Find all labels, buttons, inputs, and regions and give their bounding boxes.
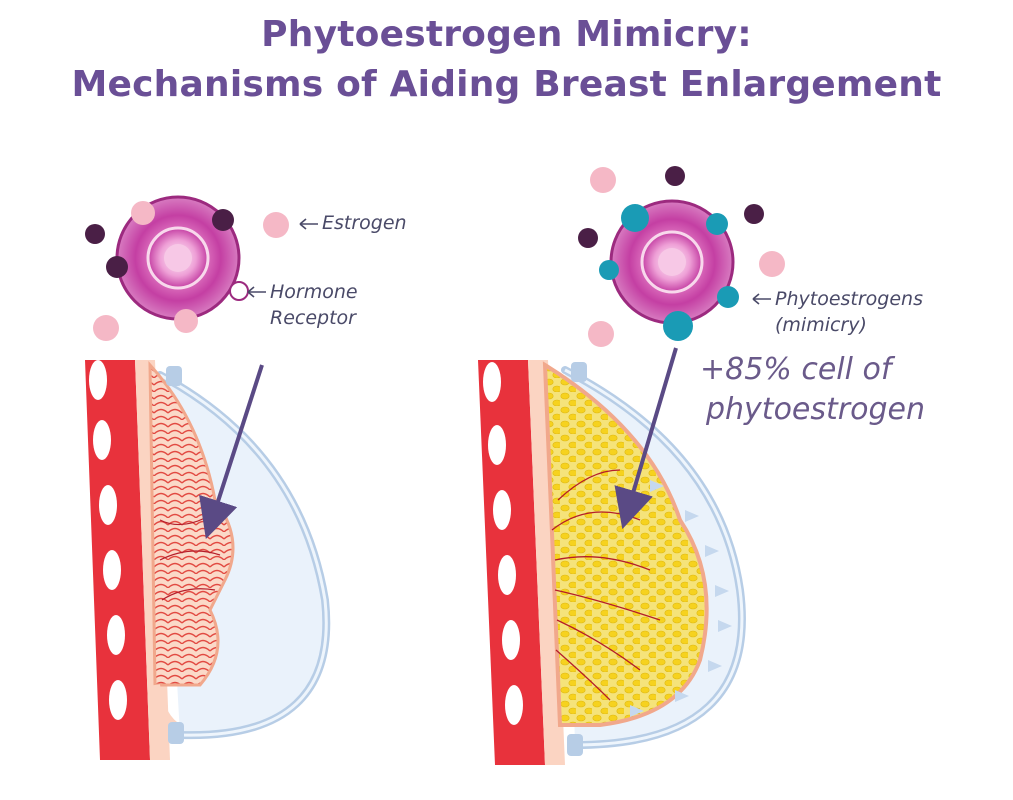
bound-estrogen [131, 201, 155, 225]
bound-dark-molecule [212, 209, 234, 231]
phytoestrogen-label-line-1: Phytoestrogens [775, 288, 923, 310]
bound-estrogen [174, 309, 198, 333]
diagram-title: Phytoestrogen Mimicry: Mechanisms of Aid… [0, 10, 1013, 110]
rib-shapes [483, 362, 523, 725]
free-estrogen [588, 321, 614, 347]
rib-shapes [89, 360, 127, 720]
title-line-2: Mechanisms of Aiding Breast Enlargement [71, 64, 942, 105]
bound-dark-molecule [106, 256, 128, 278]
free-estrogen [590, 167, 616, 193]
bound-phytoestrogen [706, 213, 728, 235]
bound-phytoestrogen [717, 286, 739, 308]
increase-label-line-2: phytoestrogen [706, 392, 925, 427]
free-estrogen [759, 251, 785, 277]
free-estrogen [263, 212, 289, 238]
bound-phytoestrogen [663, 311, 693, 341]
receptor-label-line-1: Hormone [270, 281, 358, 303]
milk-ducts [551, 469, 661, 701]
empty-receptor-site [229, 281, 249, 301]
phytoestrogen-pointer [752, 293, 771, 305]
receptor-pointer [247, 286, 266, 298]
left-receptor-cell [106, 195, 249, 333]
increase-label-line-1: +85% cell of [700, 352, 892, 387]
bound-phytoestrogen [621, 204, 649, 232]
free-dark-molecule [744, 204, 764, 224]
left-breast-illustration [85, 360, 331, 760]
bound-phytoestrogen [599, 260, 619, 280]
estrogen-pointer [299, 218, 318, 230]
right-action-arrow [614, 347, 678, 530]
right-breast-illustration [478, 360, 746, 765]
free-dark-molecule [578, 228, 598, 248]
phytoestrogen-label-line-2: (mimicry) [775, 314, 867, 336]
free-dark-molecule [85, 224, 105, 244]
left-action-arrow [199, 364, 264, 540]
receptor-label-line-2: Receptor [270, 307, 356, 329]
title-line-1: Phytoestrogen Mimicry: [261, 14, 752, 55]
right-receptor-cell [599, 199, 739, 341]
expansion-arrows [630, 480, 732, 717]
free-dark-molecule [665, 166, 685, 186]
estrogen-label: Estrogen [322, 212, 407, 234]
free-estrogen [93, 315, 119, 341]
